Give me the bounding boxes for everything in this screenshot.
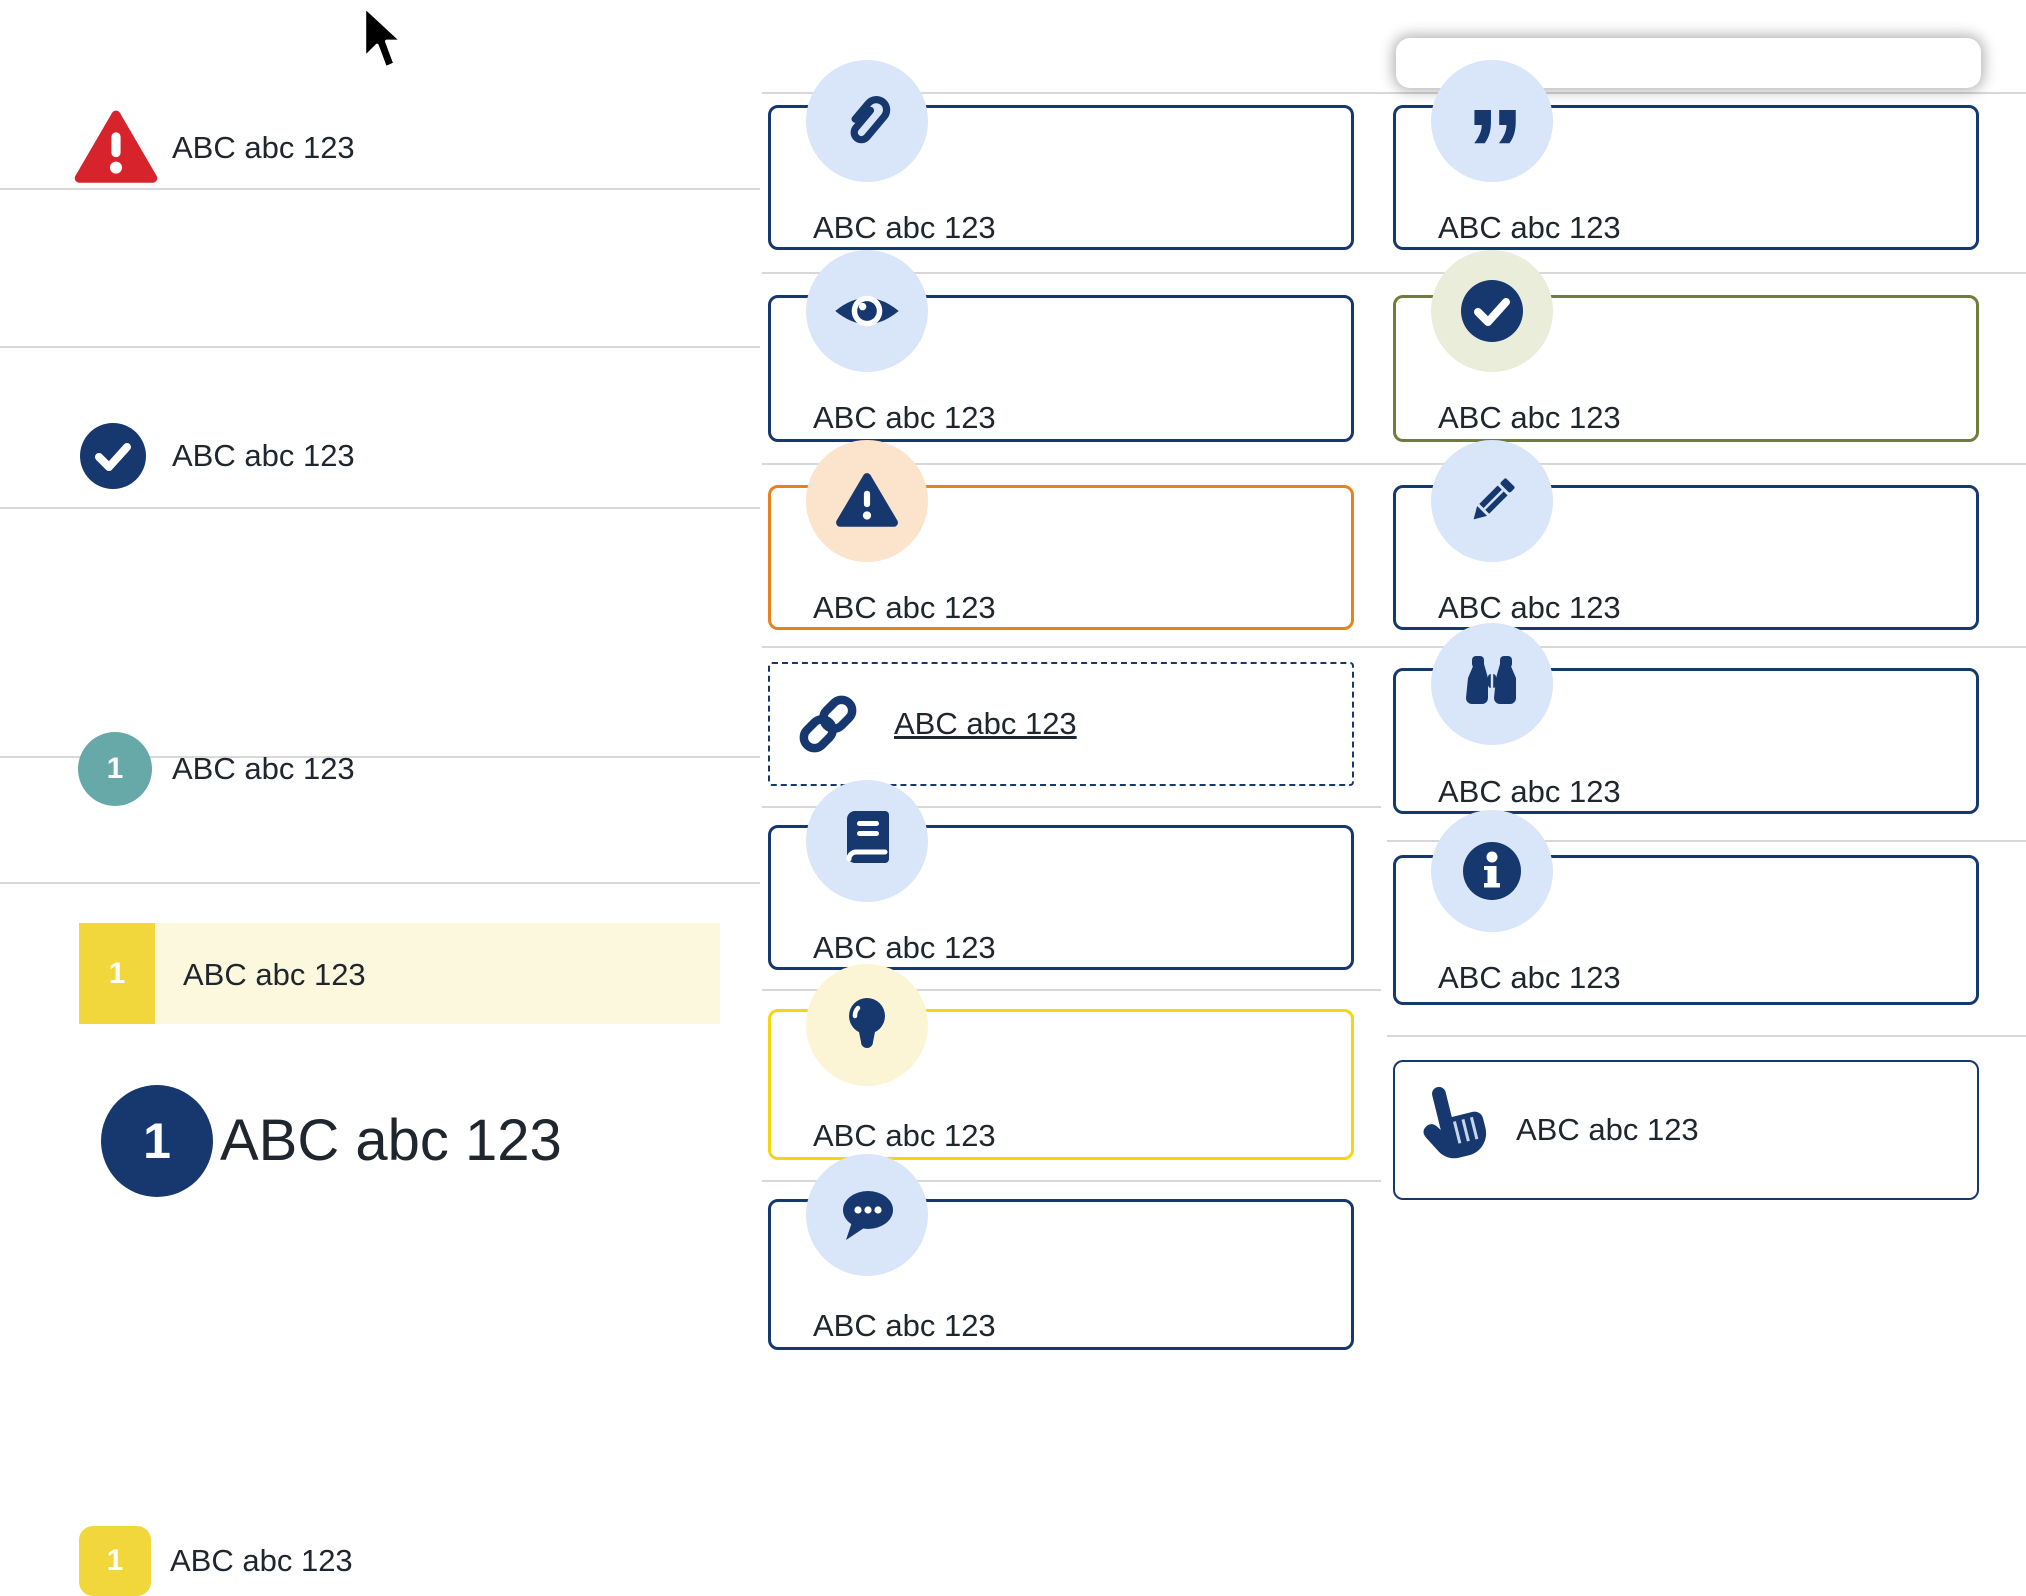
link-box[interactable] (768, 662, 1354, 786)
badge-number: 1 (106, 1544, 124, 1577)
divider (762, 646, 2026, 648)
list-item-check: ABC abc 123 (0, 190, 760, 489)
list-item-highlighted[interactable]: 1 ABC abc 123 (79, 923, 720, 1024)
hand-pointer-icon (1415, 1082, 1491, 1172)
callout-label: ABC abc 123 (1438, 590, 1621, 625)
divider (1387, 840, 2026, 842)
callout-label: ABC abc 123 (813, 1308, 996, 1343)
divider (762, 272, 2026, 274)
list-item-label: ABC abc 123 (183, 957, 366, 992)
divider (762, 1180, 1381, 1182)
link-icon (794, 690, 862, 758)
badge-number: 1 (143, 1113, 171, 1169)
list-item-label: ABC abc 123 (172, 751, 355, 786)
check-circle-icon (1431, 250, 1553, 372)
info-circle-icon (1431, 810, 1553, 932)
divider (0, 346, 760, 348)
left-list: ABC abc 123 ABC abc 123 1 ABC abc 123 1 … (0, 0, 760, 1596)
warning-triangle-icon (74, 110, 158, 186)
list-item-teal-number: 1 ABC abc 123 (0, 348, 760, 806)
mouse-cursor (360, 5, 408, 75)
callout-label: ABC abc 123 (813, 1118, 996, 1153)
binoculars-icon (1431, 623, 1553, 745)
badge-number: 1 (108, 956, 126, 990)
callout-label: ABC abc 123 (813, 400, 996, 435)
divider (762, 806, 1381, 808)
middle-column: ABC abc 123 ABC abc 123 ABC abc 123 ABC … (768, 0, 1354, 1392)
list-item-yellow-number: 1 ABC abc 123 (0, 758, 760, 1596)
list-item-big-number: 1 ABC abc 123 (0, 509, 760, 1197)
navy-number-badge-large (101, 1085, 213, 1197)
divider (0, 882, 760, 884)
callout-label: ABC abc 123 (813, 590, 996, 625)
eye-icon (806, 250, 928, 372)
list-item-label: ABC abc 123 (170, 1543, 353, 1578)
warning-triangle-icon (806, 440, 928, 562)
teal-number-badge (78, 732, 152, 806)
link-label[interactable]: ABC abc 123 (894, 706, 1077, 741)
hand-pointer-box[interactable] (1393, 1060, 1979, 1200)
chat-bubble-icon (806, 1154, 928, 1276)
book-icon (806, 780, 928, 902)
divider (762, 989, 1381, 991)
divider (0, 507, 760, 509)
divider (1387, 1035, 2026, 1037)
callout-label: ABC abc 123 (1438, 210, 1621, 245)
list-item-label: ABC abc 123 (172, 438, 355, 473)
callout-label: ABC abc 123 (1516, 1112, 1699, 1147)
callout-label: ABC abc 123 (1438, 774, 1621, 809)
check-circle-icon (80, 423, 146, 489)
badge-number: 1 (106, 752, 124, 785)
callout-label: ABC abc 123 (1438, 400, 1621, 435)
divider (0, 188, 760, 190)
divider (0, 756, 760, 758)
quote-icon: ” (1431, 60, 1553, 210)
divider (762, 463, 2026, 465)
divider (762, 92, 2026, 94)
pencil-icon (1431, 440, 1553, 562)
lightbulb-icon (806, 964, 928, 1086)
right-column: ” ABC abc 123 ABC abc 123 ABC abc 123 (1393, 0, 2026, 1392)
callout-label: ABC abc 123 (813, 210, 996, 245)
yellow-number-bar-badge (79, 923, 155, 1024)
paperclip-icon (806, 60, 928, 182)
callout-label: ABC abc 123 (813, 930, 996, 965)
callout-label: ABC abc 123 (1438, 960, 1621, 995)
list-item-label-large: ABC abc 123 (220, 1108, 562, 1173)
list-item-label: ABC abc 123 (172, 130, 355, 165)
list-item-warning: ABC abc 123 (0, 40, 760, 188)
